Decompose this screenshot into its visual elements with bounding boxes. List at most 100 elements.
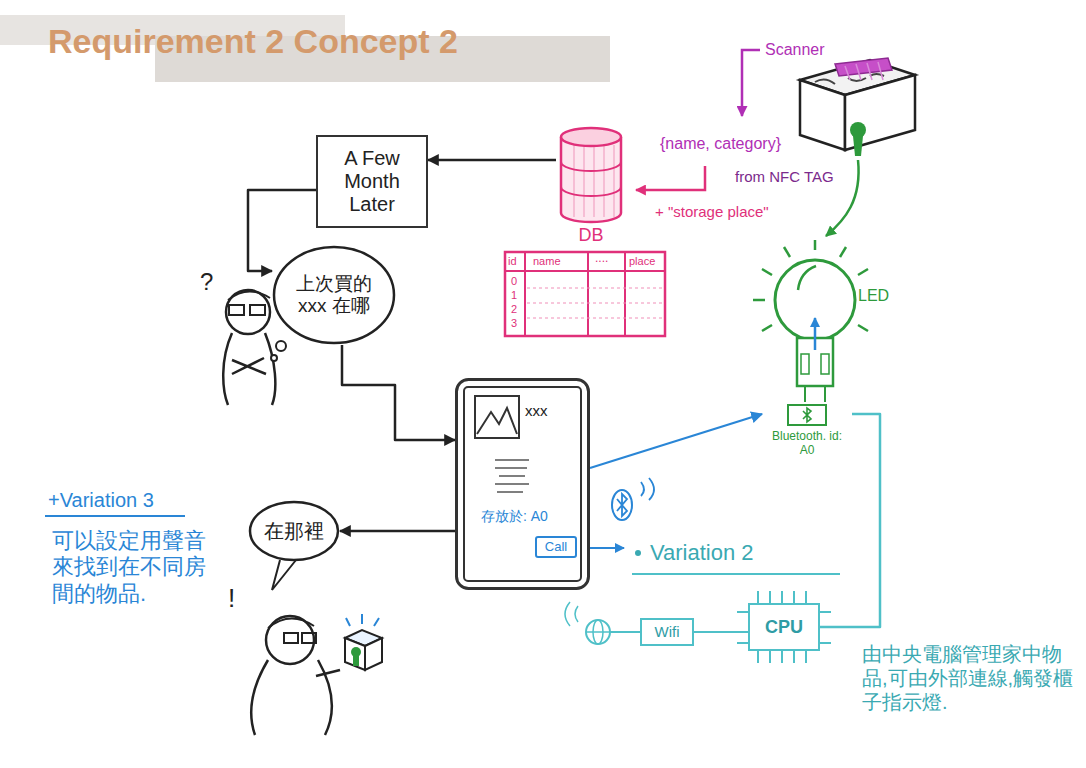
led-ray — [840, 247, 846, 257]
cylinder-band — [561, 162, 621, 171]
db-table — [505, 252, 665, 336]
cpu-pin — [781, 591, 783, 603]
node-text: A Few Month Later — [326, 147, 418, 216]
led-wire — [824, 386, 826, 402]
node-text: Bluetooth. id: A0 — [764, 430, 850, 458]
cylinder-top — [561, 128, 621, 146]
person-hair — [228, 291, 270, 300]
phone-display — [464, 387, 581, 581]
cpu-pins — [737, 591, 831, 663]
led-resistor — [821, 354, 829, 374]
connector — [340, 530, 455, 533]
cpu-pin — [820, 611, 831, 613]
connector — [694, 631, 748, 633]
image-icon — [475, 396, 519, 438]
globe-icon — [586, 620, 610, 644]
led-ray — [858, 325, 868, 331]
led-rays — [753, 240, 868, 331]
globe-icon — [586, 631, 610, 633]
bluetooth-chip — [788, 405, 826, 425]
data-arrow — [636, 166, 705, 190]
cpu-pin — [757, 651, 759, 663]
underline — [632, 573, 840, 575]
table-rule — [527, 318, 663, 319]
page-title: Requirement 2 Concept 2 — [48, 22, 458, 61]
table-rule — [524, 252, 526, 336]
table-cell: 1 — [511, 289, 517, 302]
table-header: name — [533, 255, 561, 268]
person-arms — [232, 358, 266, 374]
field-note: + "storage place" — [655, 203, 769, 221]
cpu-pin — [781, 651, 783, 663]
person-body — [251, 660, 332, 735]
bluetooth-icon — [617, 494, 627, 516]
person-body — [223, 333, 275, 405]
led-ray — [858, 269, 868, 275]
node-text: 存放於: A0 — [481, 508, 548, 524]
cpu-pin — [793, 591, 795, 603]
table-rule — [527, 288, 663, 289]
cpu-pin — [737, 642, 748, 644]
cylinder-hatch — [613, 145, 614, 217]
person-glasses — [229, 305, 244, 315]
cpu-chip: CPU — [748, 603, 820, 651]
node-text: 在那裡 — [260, 520, 328, 543]
led-wire — [804, 386, 806, 402]
cylinder-body — [561, 137, 621, 222]
connector — [590, 414, 762, 468]
image-icon — [477, 408, 517, 434]
nfc-tag — [353, 656, 359, 666]
cpu-pin — [737, 611, 748, 613]
variation-title: +Variation 3 — [48, 488, 154, 512]
storage-box — [800, 80, 845, 150]
node-text: Call — [539, 540, 573, 555]
note-box: A Few Month Later — [316, 135, 428, 228]
table-rule — [527, 303, 663, 304]
call-button: Call — [535, 536, 577, 558]
scan-beam — [845, 62, 883, 80]
led-current — [814, 318, 817, 350]
bluetooth-icon — [612, 490, 632, 520]
phone-screen-outline — [455, 378, 590, 590]
bubble-outline — [250, 502, 338, 560]
cylinder-hatch — [573, 145, 574, 217]
cylinder-band — [561, 187, 621, 196]
question-mark: ? — [200, 268, 213, 297]
person-head — [226, 290, 270, 334]
led-ray — [762, 325, 772, 331]
source-note: from NFC TAG — [735, 168, 834, 186]
box-glow — [346, 614, 379, 626]
table-rule — [587, 252, 589, 336]
signal-waves — [565, 602, 578, 626]
led-ray — [762, 269, 772, 275]
speech-tail — [272, 560, 296, 590]
field-list: {name, category} — [660, 134, 781, 153]
underline — [45, 515, 185, 517]
table-header: place — [629, 255, 655, 268]
thought-bubble: 上次買的 xxx 在哪 — [272, 245, 396, 345]
variation-note: 由中央電腦管理家中物品,可由外部連線,觸發櫃子指示燈. — [862, 642, 1074, 714]
speech-bubble: 在那裡 — [248, 500, 340, 562]
cylinder-hatch — [593, 145, 594, 217]
cpu-pin — [769, 591, 771, 603]
phone-body — [457, 380, 589, 589]
table-cell: 0 — [511, 275, 517, 288]
text-placeholder — [495, 460, 529, 492]
table-header: .... — [595, 251, 608, 265]
table-header: id — [508, 255, 517, 268]
nfc-tag — [850, 122, 866, 138]
variation-note: 可以設定用聲音來找到在不同房間的物品. — [52, 528, 222, 607]
scanner-arrow — [742, 50, 760, 116]
person-hair — [268, 618, 314, 628]
cylinder-hatch — [603, 145, 604, 217]
bluetooth-module: Bluetooth. id: A0 — [762, 402, 852, 462]
node-text: DB — [558, 225, 624, 246]
phone-screen: xxx存放於: A0Call — [455, 378, 590, 590]
thought-dot — [271, 355, 277, 361]
connector — [428, 159, 556, 162]
table-cell: 2 — [511, 303, 517, 316]
signal-waves — [641, 478, 654, 500]
cpu-pin — [805, 651, 807, 663]
nfc-tag — [853, 136, 863, 156]
